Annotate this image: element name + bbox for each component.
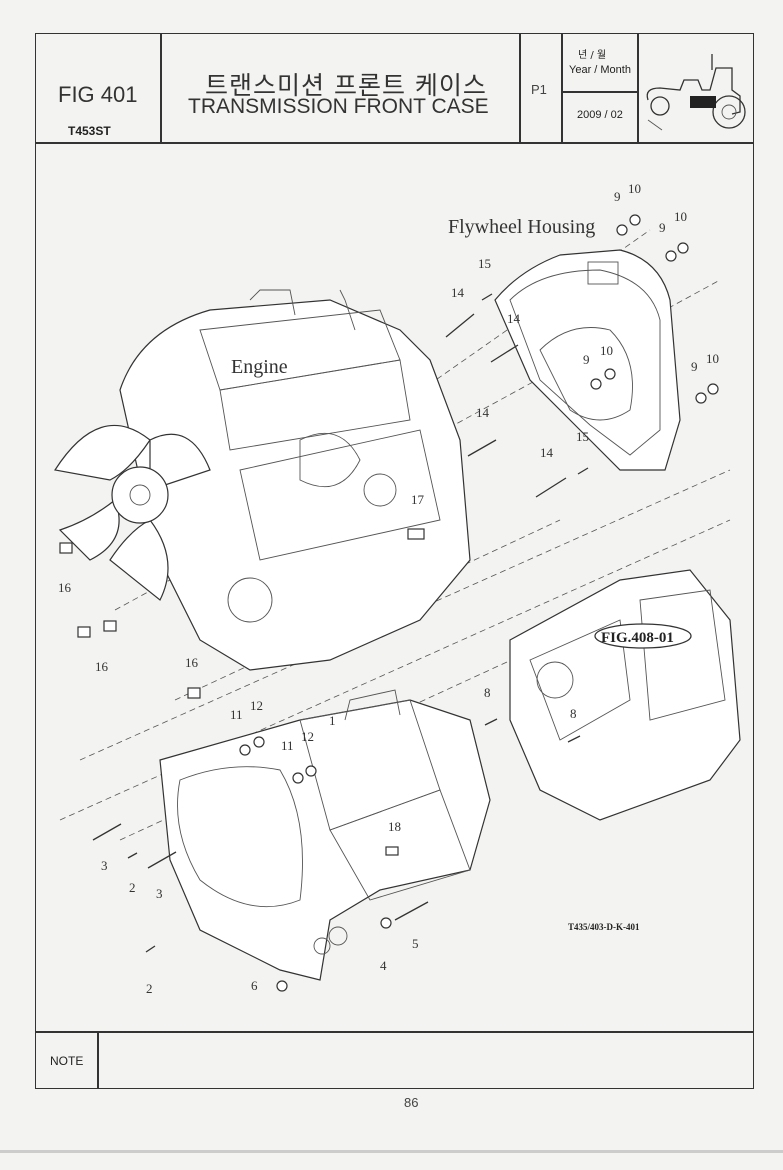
callout: 2: [129, 880, 136, 895]
washer-11: [292, 772, 304, 784]
pin-2: [127, 852, 138, 859]
callout: 4: [380, 958, 387, 973]
callout: 15: [478, 256, 491, 271]
callout: 10: [628, 181, 641, 196]
year-month-label: Year / Month: [569, 64, 631, 76]
nut-12: [305, 765, 317, 777]
callout: 10: [674, 209, 687, 224]
nut-10: [707, 383, 719, 395]
callout: 10: [600, 343, 613, 358]
header-divider: [35, 142, 754, 144]
washer-4: [380, 917, 392, 929]
drawing-id: T435/403-D-K-401: [568, 922, 640, 932]
pin-15: [481, 293, 493, 301]
callout: 1: [329, 713, 336, 728]
header-col-line: [519, 33, 521, 142]
callout: 14: [476, 405, 490, 420]
callout: 5: [412, 936, 419, 951]
callout: 3: [156, 886, 163, 901]
flywheel-housing-drawing: [494, 249, 681, 471]
stud-bolt-14: [467, 439, 497, 457]
fig-number: FIG 401: [58, 82, 138, 107]
callout: 6: [251, 978, 258, 993]
callout: 11: [281, 738, 294, 753]
washer-9: [590, 378, 602, 390]
bolt-16: [77, 626, 91, 638]
revision-date: 2009 / 02: [577, 109, 623, 121]
callout: 10: [706, 351, 719, 366]
callout: 17: [411, 492, 425, 507]
callout: 16: [95, 659, 109, 674]
washer-9: [616, 224, 628, 236]
model-code: T453ST: [68, 124, 111, 138]
washer-9: [695, 392, 707, 404]
title-korean: 트랜스미션 프론트 케이스: [205, 71, 487, 100]
callout: 9: [659, 220, 666, 235]
year-month-korean: 년 / 월: [578, 50, 607, 61]
callout: 9: [583, 352, 590, 367]
pin-8: [484, 718, 498, 726]
pin-15: [577, 467, 589, 475]
tractor-icon: [646, 54, 746, 131]
callout: 14: [451, 285, 465, 300]
rear-case-drawing: [509, 569, 741, 821]
page-frame: [35, 33, 754, 1089]
stud-bolt-14: [490, 344, 519, 363]
bolt-16: [59, 542, 73, 554]
callout: 14: [540, 445, 554, 460]
pin-2: [145, 945, 156, 953]
header-col-line: [561, 33, 563, 142]
callout: 11: [230, 707, 243, 722]
washer-9: [665, 250, 677, 262]
bolt-16: [187, 687, 201, 699]
callout: 18: [388, 819, 401, 834]
page-title: TRANSMISSION FRONT CASE: [188, 95, 489, 118]
bolt-17: [407, 528, 425, 540]
stud-bolt-3: [92, 823, 122, 841]
bolt-16: [103, 620, 117, 632]
callout: 9: [691, 359, 698, 374]
callout: 3: [101, 858, 108, 873]
front-case-drawing: [159, 689, 491, 981]
note-col-line: [97, 1031, 99, 1089]
scan-artifact-line: [0, 1150, 783, 1153]
plug-6: [276, 980, 288, 992]
flywheel-housing-label: Flywheel Housing: [448, 216, 595, 238]
fig-ref-label[interactable]: FIG.408-01: [601, 630, 674, 646]
stud-bolt-14: [535, 477, 567, 498]
header-row-line: [561, 91, 637, 93]
nut-10: [677, 242, 689, 254]
callout: 9: [614, 189, 621, 204]
note-divider: [35, 1031, 754, 1033]
note-label: NOTE: [50, 1054, 84, 1068]
callout: 16: [185, 655, 199, 670]
callout: 8: [484, 685, 491, 700]
callout: 12: [250, 698, 263, 713]
callout: 12: [301, 729, 314, 744]
washer-11: [239, 744, 251, 756]
callout-numbers: 9 10 9 10 15 14 14 9 10 9 10 14 15 14 17…: [58, 181, 719, 996]
pin-8: [567, 735, 581, 743]
plug-18: [385, 846, 399, 856]
nut-10: [604, 368, 616, 380]
nut-12: [253, 736, 265, 748]
page-code: P1: [531, 82, 547, 97]
bolt-5: [394, 901, 429, 921]
callout: 15: [576, 429, 589, 444]
callout: 2: [146, 981, 153, 996]
nut-10: [629, 214, 641, 226]
fastener-parts: [59, 214, 719, 992]
callout: 8: [570, 706, 577, 721]
stud-bolt-14: [445, 313, 475, 338]
engine-label: Engine: [231, 356, 288, 378]
callout: 14: [507, 311, 521, 326]
header-col-line: [160, 33, 162, 142]
stud-bolt-3: [147, 851, 177, 869]
page-number: 86: [404, 1095, 419, 1110]
header-col-line: [637, 33, 639, 142]
fig-ref-oval: [594, 623, 692, 649]
callout: 16: [58, 580, 72, 595]
engine-drawing: [54, 289, 471, 671]
